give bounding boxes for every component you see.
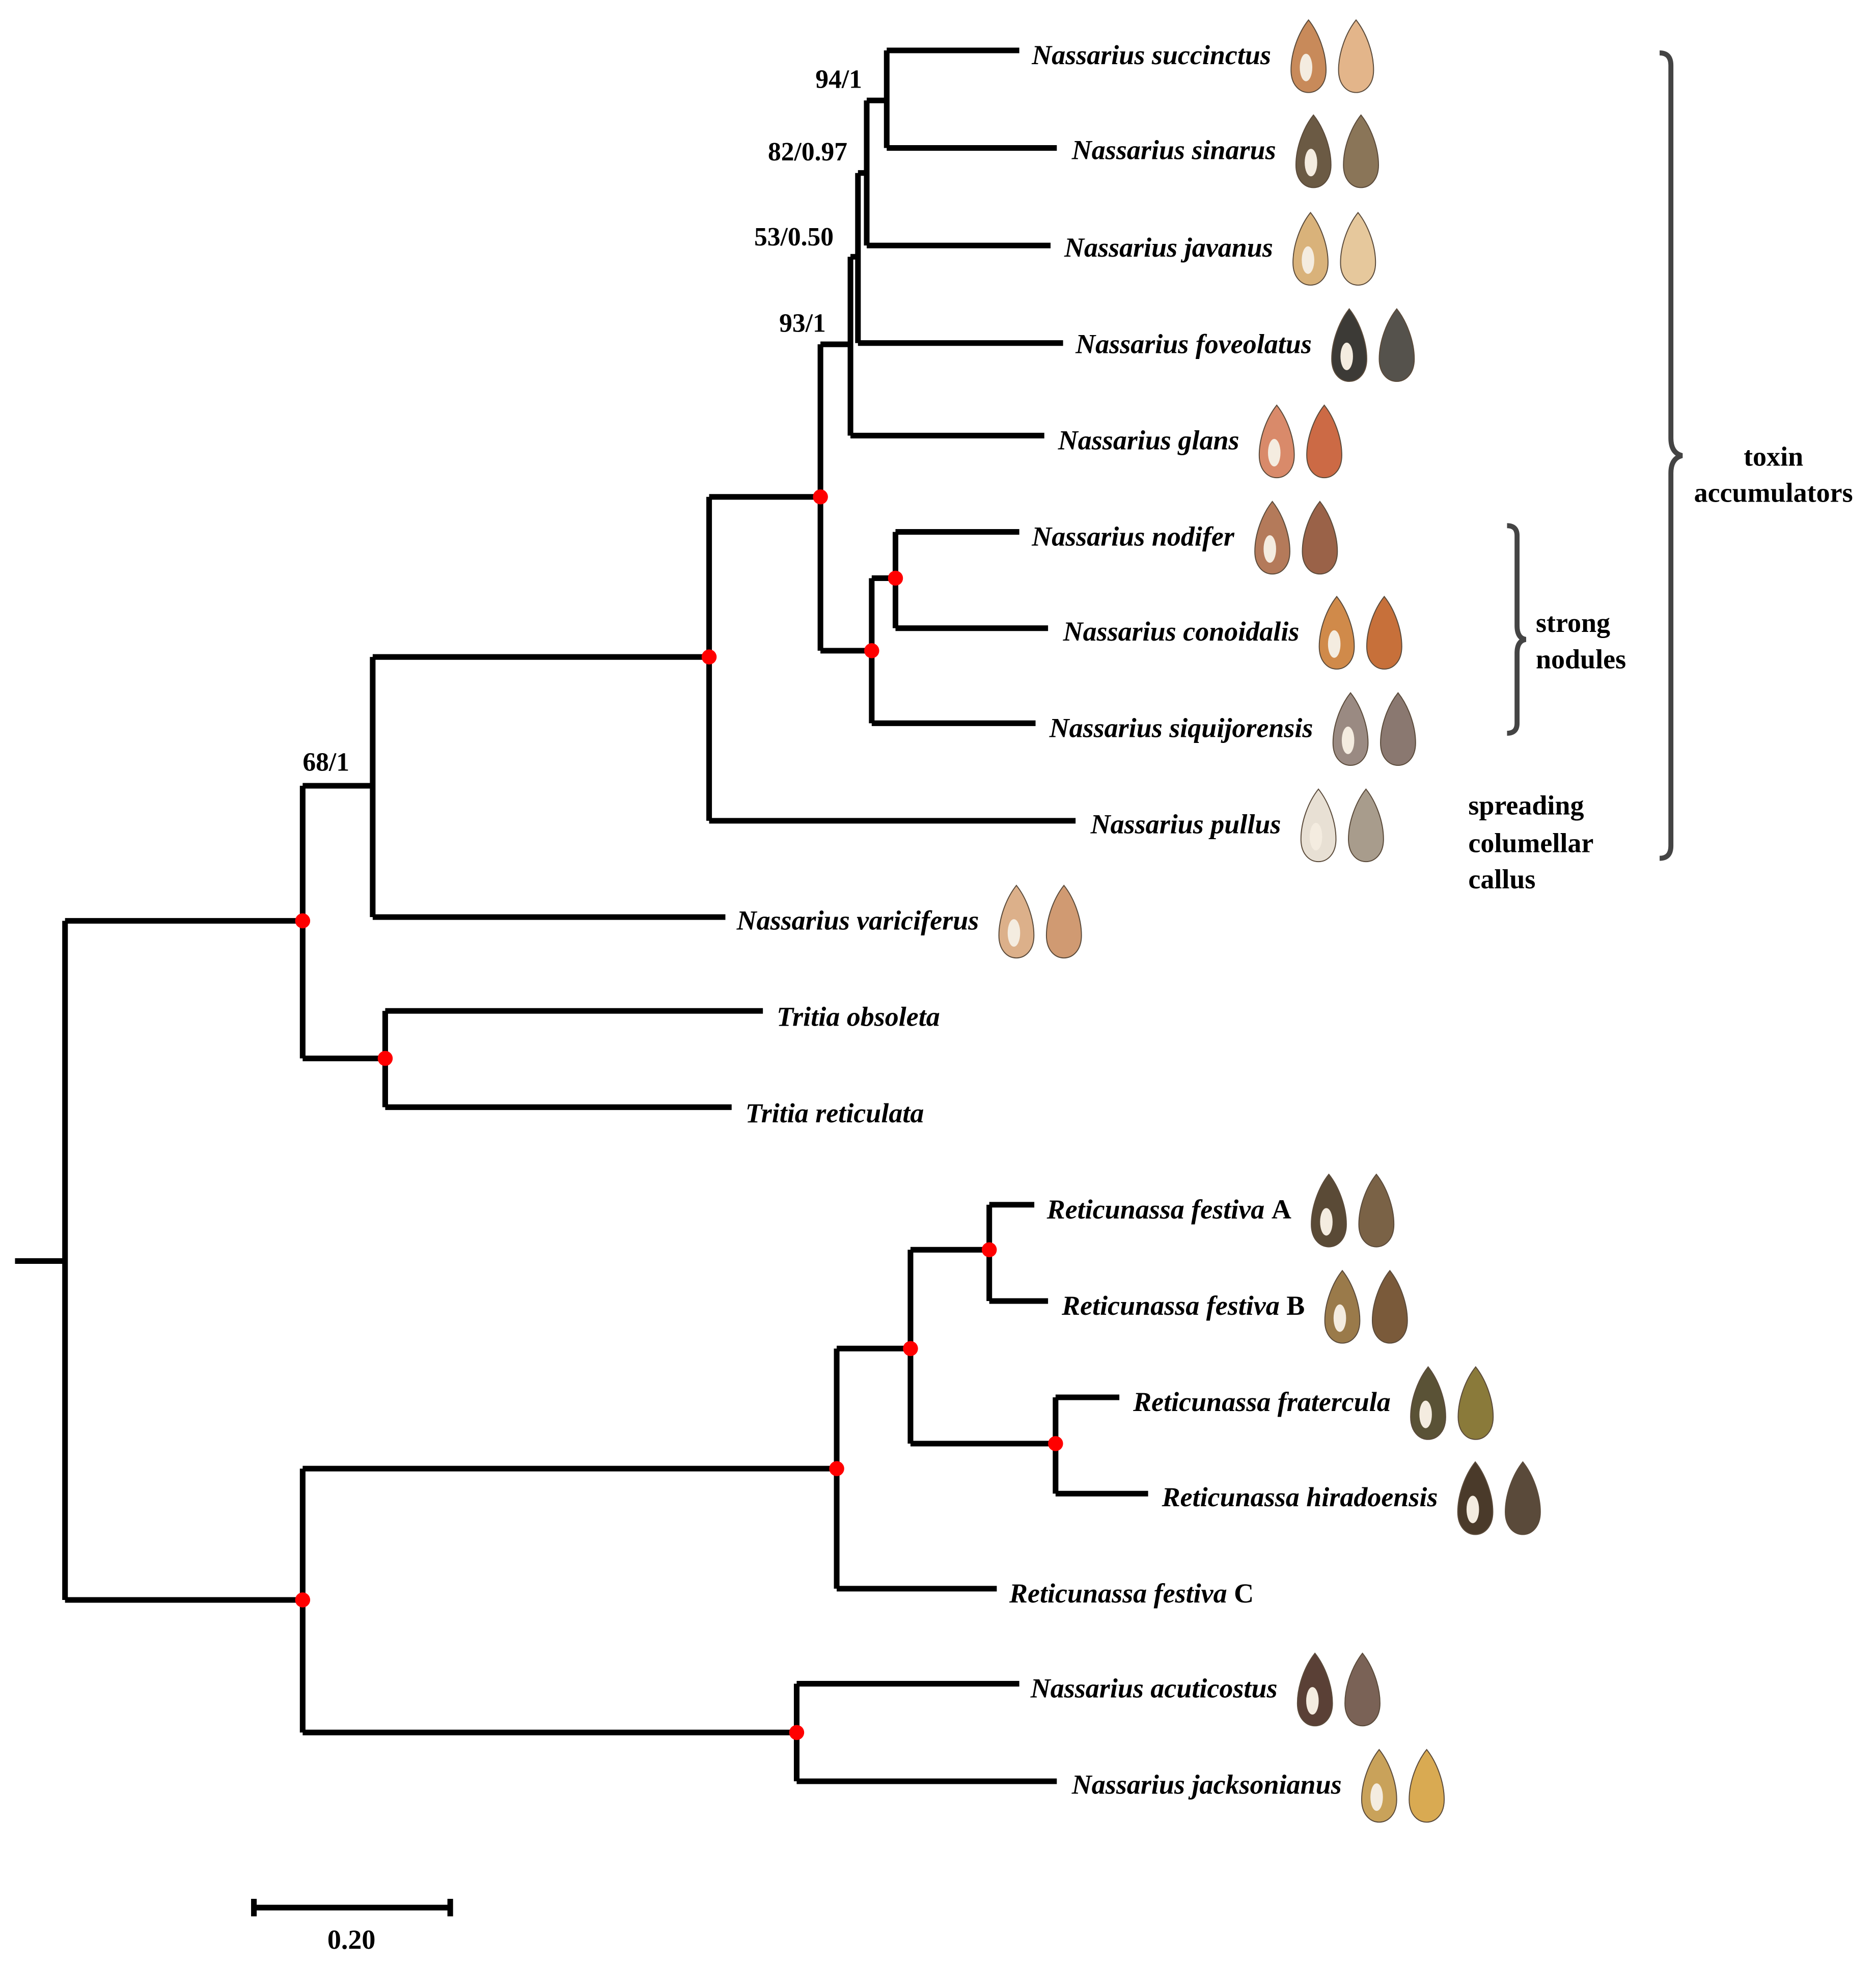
taxon-label: Nassarius variciferus bbox=[736, 905, 979, 936]
shell-aperture bbox=[1333, 1304, 1346, 1332]
annotation-line: nodules bbox=[1536, 644, 1626, 674]
taxon-labels: Nassarius succinctus Nassarius sinarus N… bbox=[736, 40, 1438, 1800]
shell-photo bbox=[1347, 788, 1385, 863]
shell-aperture bbox=[1370, 1783, 1383, 1811]
shell-aperture bbox=[1263, 535, 1276, 563]
support-value: 53/0.50 bbox=[754, 223, 834, 252]
scale-bar: 0.20 bbox=[251, 1898, 453, 1955]
taxon-label: Reticunassa festiva C bbox=[1009, 1578, 1254, 1609]
annotation-line: spreading bbox=[1468, 790, 1584, 821]
taxon-label: Tritia reticulata bbox=[746, 1098, 924, 1128]
shell-photo bbox=[1344, 1652, 1381, 1727]
clade-bracket-nodules bbox=[1507, 523, 1527, 736]
support-value: 93/1 bbox=[779, 309, 826, 338]
shell-photo bbox=[1457, 1366, 1494, 1441]
shell-aperture bbox=[1320, 1208, 1333, 1236]
shell-photo bbox=[1366, 596, 1402, 670]
shell-aperture bbox=[1007, 919, 1020, 947]
node-marker bbox=[295, 1592, 311, 1608]
node-markers bbox=[295, 489, 1063, 1740]
shell-photo bbox=[1380, 692, 1417, 766]
node-marker bbox=[829, 1461, 844, 1476]
annotation-line: accumulators bbox=[1694, 478, 1853, 508]
taxon-label: Nassarius succinctus bbox=[1031, 40, 1271, 70]
shell-aperture bbox=[1302, 246, 1314, 274]
shell-aperture bbox=[1268, 439, 1281, 467]
node-marker bbox=[701, 649, 717, 665]
clade-bracket-toxin bbox=[1659, 50, 1683, 861]
annotation-line: columellar bbox=[1468, 827, 1593, 858]
shell-aperture bbox=[1341, 726, 1355, 754]
shell-photo bbox=[1504, 1461, 1541, 1535]
shell-aperture bbox=[1466, 1496, 1479, 1524]
node-marker bbox=[903, 1341, 918, 1357]
taxon-label: Reticunassa festiva B bbox=[1061, 1290, 1305, 1321]
annotation-line: strong bbox=[1536, 607, 1610, 638]
node-marker bbox=[1048, 1436, 1063, 1451]
shell-aperture bbox=[1340, 342, 1353, 370]
shell-aperture bbox=[1328, 630, 1341, 658]
support-value: 68/1 bbox=[302, 748, 349, 777]
node-marker bbox=[789, 1725, 805, 1740]
shell-photo bbox=[1340, 212, 1376, 286]
taxon-label: Nassarius conoidalis bbox=[1063, 616, 1300, 647]
annotation-line: toxin bbox=[1744, 441, 1803, 472]
clade-annotations: toxin accumulators strong nodules spread… bbox=[1468, 50, 1853, 895]
shell-images bbox=[998, 19, 1541, 1823]
taxon-label: Nassarius siquijorensis bbox=[1049, 712, 1313, 743]
support-values: 94/1 82/0.97 53/0.50 93/1 68/1 bbox=[302, 65, 862, 777]
shell-aperture bbox=[1419, 1400, 1432, 1428]
taxon-label: Reticunassa festiva A bbox=[1046, 1194, 1291, 1225]
taxon-label: Nassarius jacksonianus bbox=[1071, 1770, 1342, 1800]
shell-photo bbox=[1409, 1749, 1445, 1823]
shell-aperture bbox=[1306, 1687, 1319, 1715]
node-marker bbox=[377, 1050, 393, 1066]
shell-photo bbox=[1371, 1270, 1408, 1344]
taxon-label: Nassarius foveolatus bbox=[1075, 328, 1312, 359]
taxon-label: Nassarius sinarus bbox=[1071, 135, 1276, 165]
shell-photo bbox=[1302, 501, 1338, 575]
shell-photo bbox=[1343, 114, 1380, 188]
shell-aperture bbox=[1300, 53, 1313, 81]
scale-bar-label: 0.20 bbox=[327, 1924, 376, 1955]
annotation-line: callus bbox=[1468, 864, 1535, 895]
shell-photo bbox=[1306, 404, 1343, 479]
shell-photo bbox=[1378, 308, 1415, 382]
taxon-label: Nassarius acuticostus bbox=[1030, 1673, 1278, 1704]
taxon-label: Reticunassa fratercula bbox=[1133, 1387, 1391, 1417]
shell-aperture bbox=[1305, 149, 1317, 177]
shell-photo bbox=[1358, 1173, 1395, 1248]
support-value: 82/0.97 bbox=[768, 137, 847, 167]
taxon-label: Nassarius javanus bbox=[1064, 232, 1273, 263]
node-marker bbox=[981, 1242, 997, 1258]
support-value: 94/1 bbox=[815, 65, 862, 94]
shell-photo bbox=[1338, 19, 1374, 93]
shell-photo bbox=[1045, 884, 1082, 959]
shell-aperture bbox=[1309, 823, 1322, 851]
taxon-label: Nassarius pullus bbox=[1090, 809, 1281, 839]
node-marker bbox=[864, 643, 879, 658]
node-marker bbox=[888, 570, 903, 586]
taxon-label: Nassarius glans bbox=[1058, 425, 1239, 455]
taxon-label: Nassarius nodifer bbox=[1031, 521, 1235, 552]
node-marker bbox=[295, 913, 311, 929]
taxon-label: Reticunassa hiradoensis bbox=[1162, 1482, 1438, 1512]
taxon-label: Tritia obsoleta bbox=[777, 1002, 940, 1032]
node-marker bbox=[813, 489, 828, 505]
